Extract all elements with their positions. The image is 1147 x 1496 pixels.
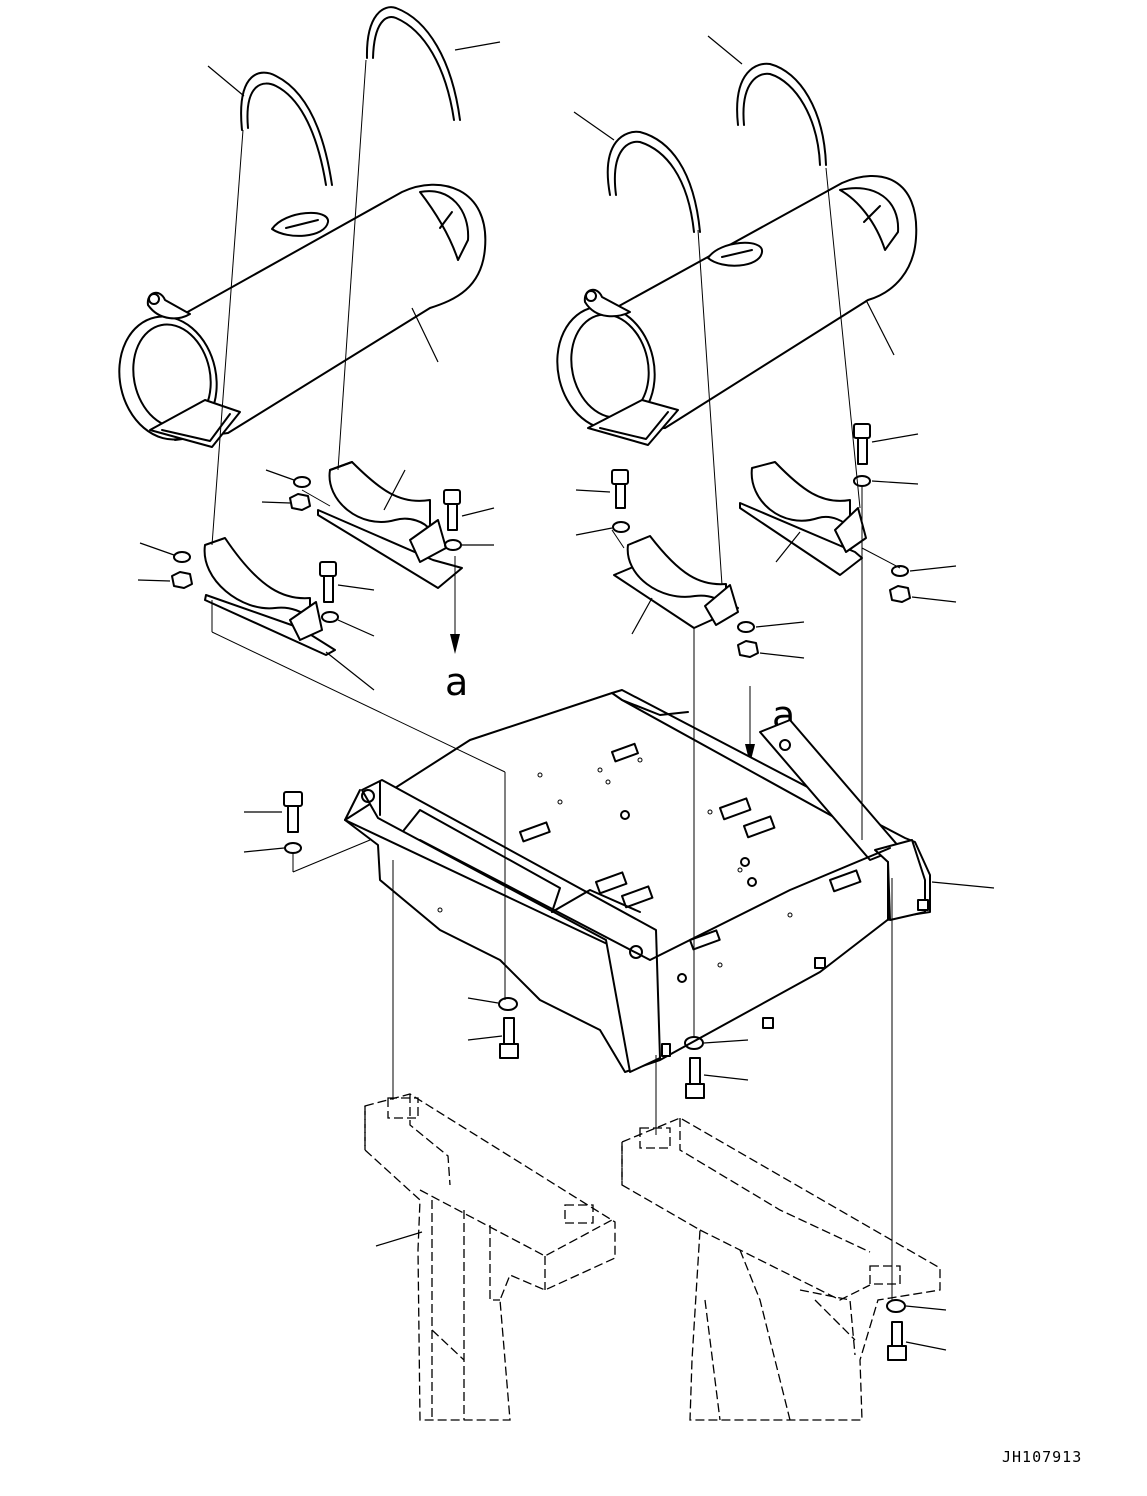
view-label-left: a	[445, 660, 468, 704]
drawing-code: JH107913	[1002, 1448, 1082, 1466]
fasteners-right	[611, 423, 911, 658]
bracket-left-front	[203, 537, 336, 656]
machine-frame-right-dashed	[621, 1117, 941, 1421]
machine-frame-left-dashed	[364, 1093, 616, 1421]
bracket-left-rear	[317, 461, 463, 589]
fasteners-left	[171, 476, 462, 623]
arrow-view-a-right	[745, 686, 755, 764]
u-bolt-left-a	[240, 71, 333, 186]
muffler-mounting-frame	[344, 689, 931, 1073]
muffler-right	[556, 174, 918, 446]
u-bolt-left-b	[365, 6, 461, 121]
alignment-lines	[211, 59, 901, 1300]
u-bolt-right-a	[606, 130, 701, 233]
frame-bolts	[283, 791, 907, 1361]
arrow-view-a-left	[450, 556, 460, 654]
leader-lines	[137, 35, 995, 1351]
bracket-right-rear	[739, 461, 867, 576]
bracket-right-front	[613, 535, 739, 629]
u-bolt-right-b	[736, 62, 827, 166]
muffler-left	[118, 183, 487, 448]
